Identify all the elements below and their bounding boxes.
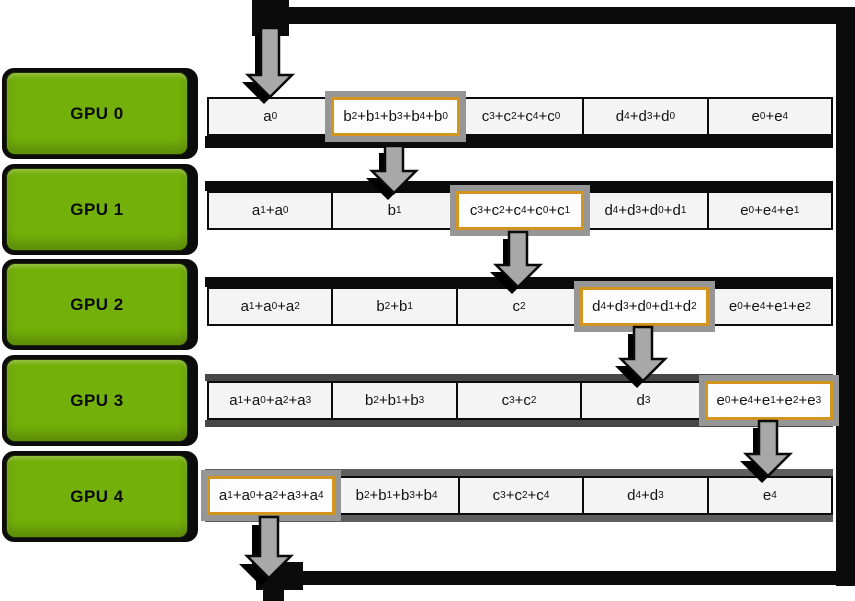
gpu-box-1-face: GPU 1 [6,168,188,251]
gpu-box-4: GPU 4 [2,451,198,542]
arrow-gpu2-to-gpu3 [615,325,669,388]
arrow-gpu3-to-gpu4 [740,419,794,483]
link-band-below-gpu4 [205,515,833,522]
gpu-label-4: GPU 4 [70,486,124,506]
arrow-gpu0-to-gpu1 [366,144,420,200]
ring-wrap-bottom-link [268,571,855,585]
gpu-box-0-face: GPU 0 [6,72,188,155]
gpu-box-1: GPU 1 [2,164,198,255]
gpu-box-3-face: GPU 3 [6,359,188,442]
ring-wrap-right-link [836,7,855,586]
link-band-above-gpu4 [205,469,833,476]
arrow-gpu4-to-wrap [239,515,295,586]
gpu-box-2-face: GPU 2 [6,263,188,346]
ring-wrap-top-link [262,7,855,24]
link-band-above-gpu1 [205,181,833,191]
ring-wrap-bottom-stub [263,585,284,601]
arrow-wrap-into-gpu0 [242,26,296,104]
gpu-label-2: GPU 2 [70,294,124,314]
gpu-box-2: GPU 2 [2,259,198,350]
gpu-label-3: GPU 3 [70,390,124,410]
link-band-below-gpu0 [205,136,833,148]
gpu-box-3: GPU 3 [2,355,198,446]
link-band-above-gpu3 [205,374,833,381]
gpu-box-0: GPU 0 [2,68,198,159]
gpu-label-1: GPU 1 [70,199,124,219]
link-band-below-gpu3 [205,420,833,427]
gpu-label-0: GPU 0 [70,103,124,123]
arrow-gpu1-to-gpu2 [490,230,544,294]
gpu-box-4-face: GPU 4 [6,455,188,538]
